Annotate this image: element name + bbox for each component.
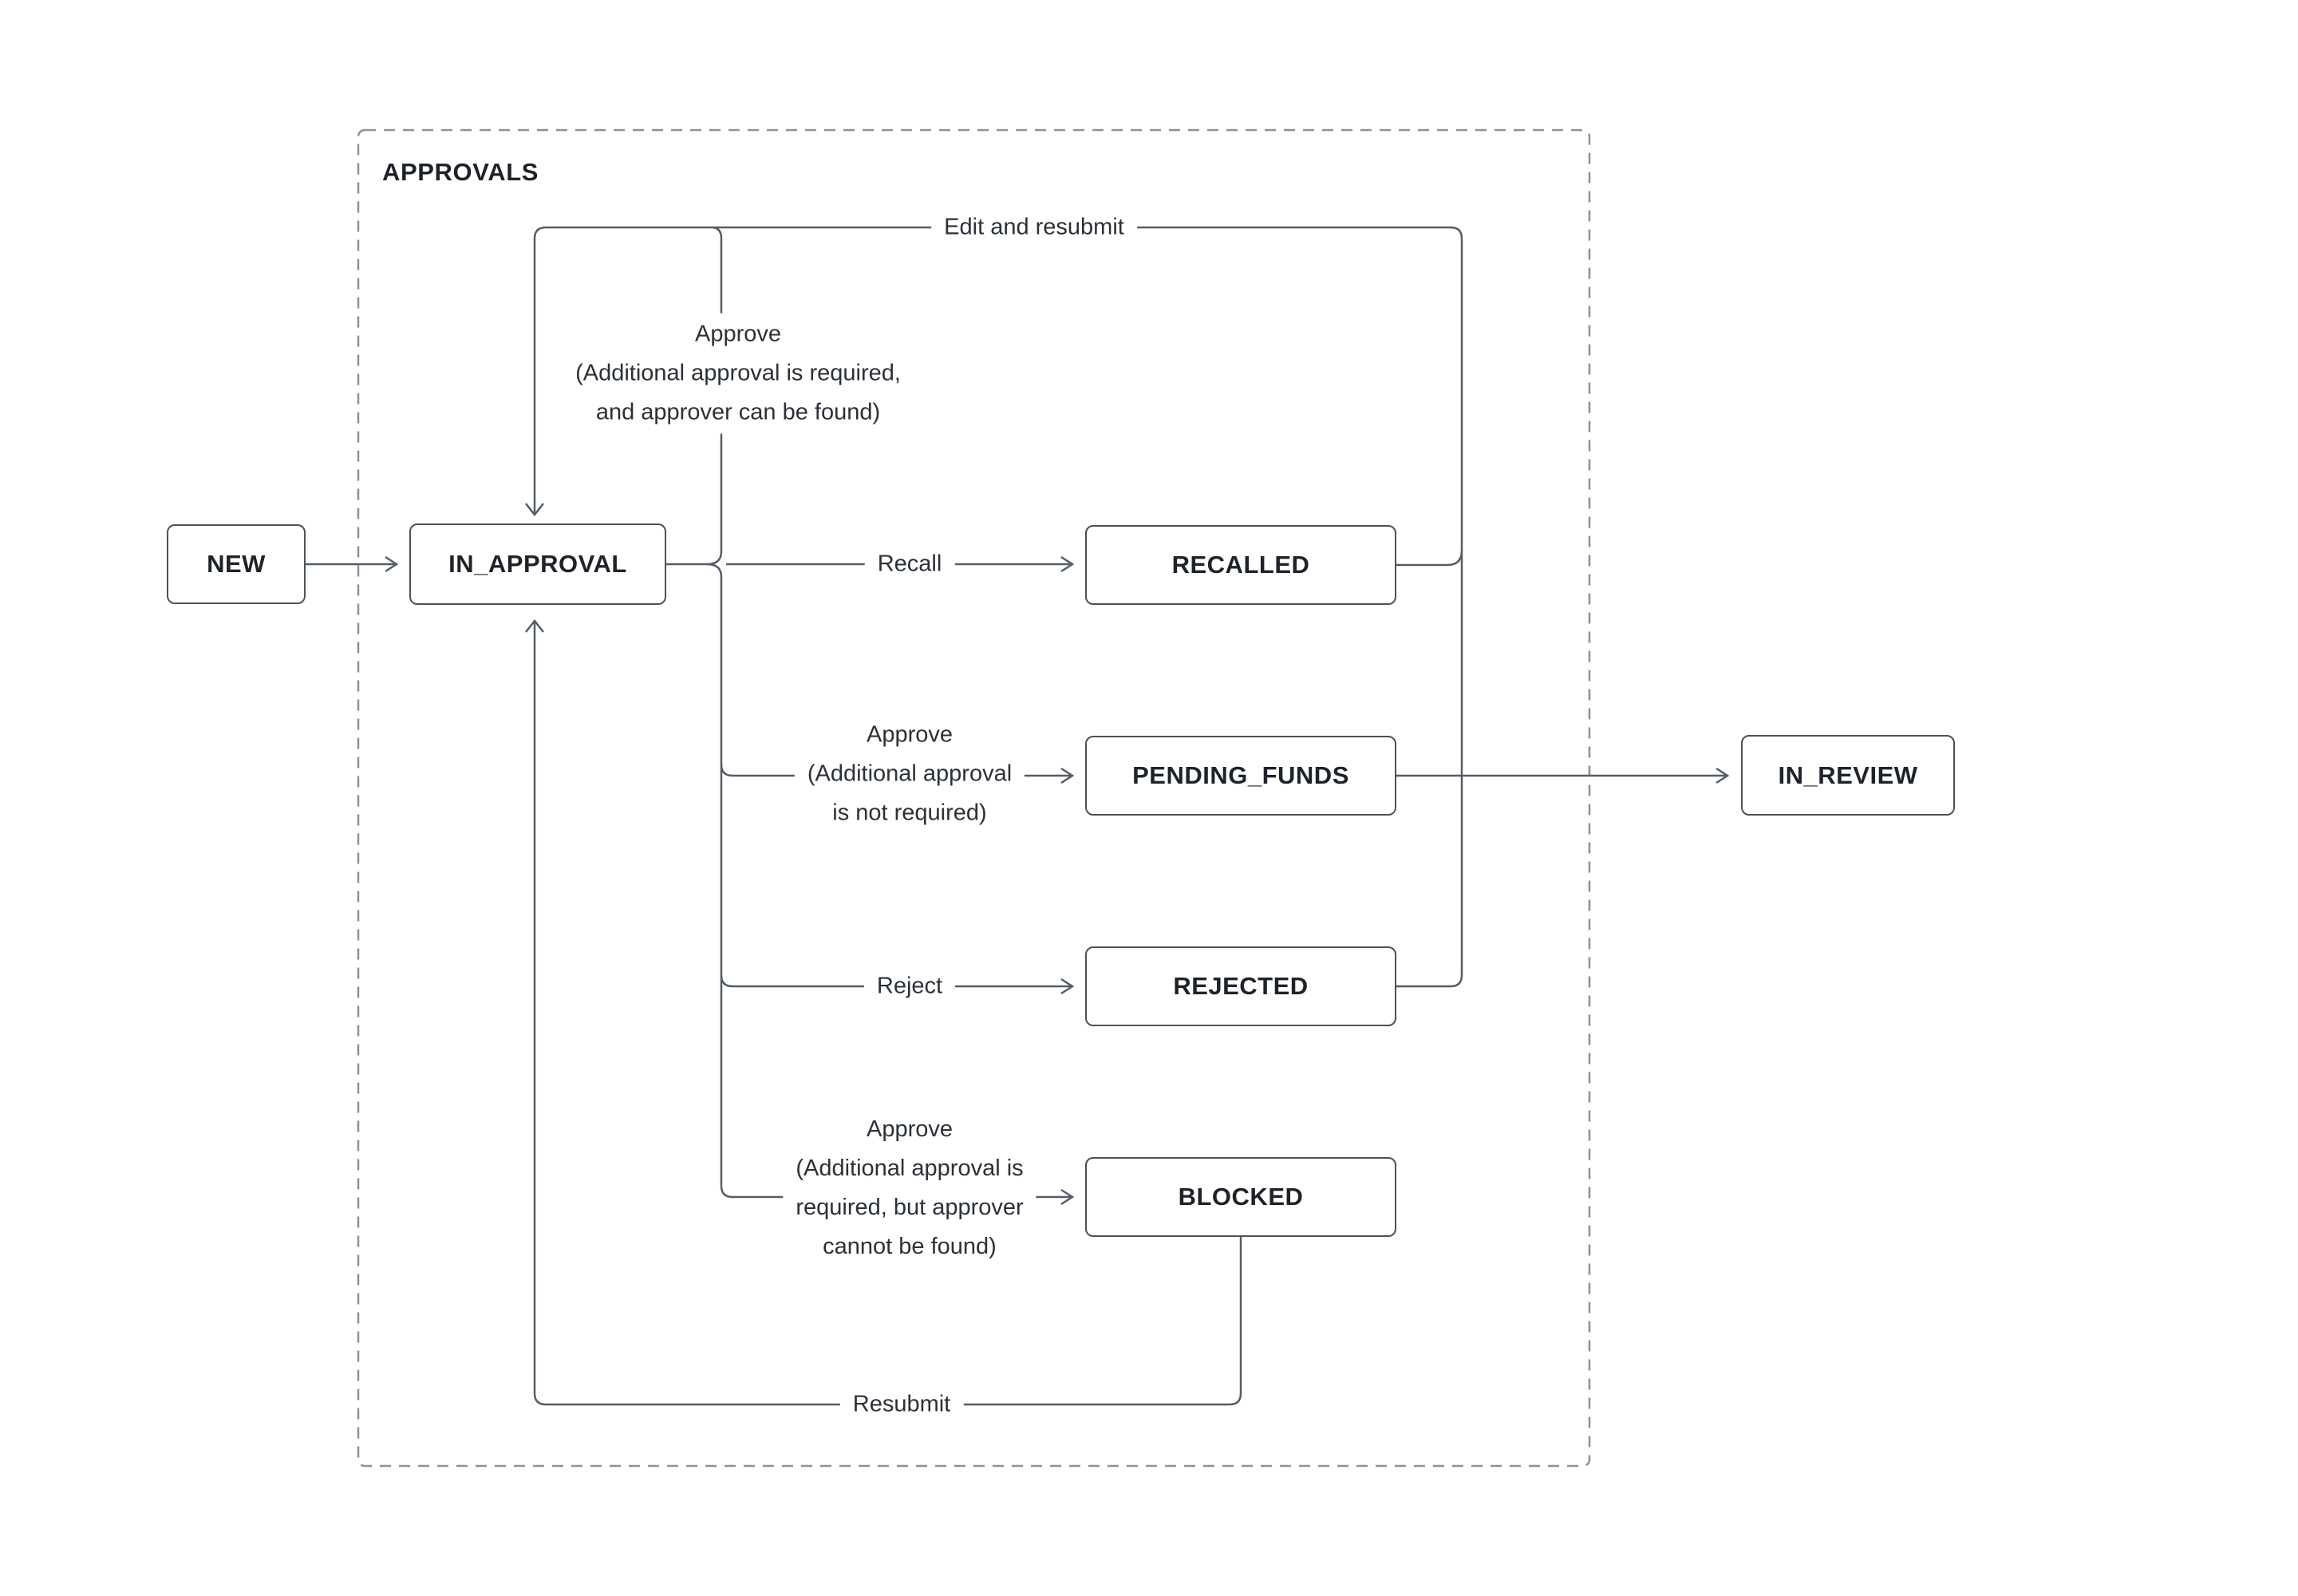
arrowhead-into-pending-funds — [1060, 767, 1075, 784]
arrowhead-into-recalled — [1060, 555, 1075, 573]
arrowhead-into-in-approval-bottom — [525, 618, 544, 633]
arrowhead-into-in-approval-top — [525, 503, 544, 517]
edge-label-recall: Recall — [864, 543, 955, 586]
edge-edit-and-resubmit — [533, 226, 1463, 988]
state-node-in-review: IN_REVIEW — [1741, 735, 1955, 816]
approvals-group-title: APPROVALS — [382, 158, 539, 186]
state-node-pending-funds: PENDING_FUNDS — [1085, 736, 1396, 816]
edge-label-approve-loop: Approve (Additional approval is required… — [563, 313, 914, 434]
edge-approve-pending-funds — [720, 764, 1072, 777]
state-node-rejected: REJECTED — [1085, 946, 1396, 1026]
edge-label-reject: Reject — [863, 965, 956, 1008]
edge-recalled-merge — [1395, 550, 1463, 567]
state-node-recalled: RECALLED — [1085, 525, 1396, 605]
edge-approve-blocked — [706, 563, 1072, 1199]
edge-label-approve-no-additional: Approve (Additional approval is not requ… — [794, 713, 1025, 835]
edge-label-edit-and-resubmit: Edit and resubmit — [931, 206, 1137, 249]
edge-reject — [720, 974, 1072, 988]
state-node-blocked: BLOCKED — [1085, 1157, 1396, 1237]
edge-label-approve-blocked: Approve (Additional approval is required… — [783, 1108, 1036, 1268]
edge-label-resubmit: Resubmit — [839, 1383, 964, 1426]
state-node-new: NEW — [167, 524, 306, 604]
approvals-group-frame — [357, 128, 1591, 1468]
arrowhead-into-rejected — [1060, 978, 1075, 995]
arrowhead-into-in-review — [1716, 767, 1730, 784]
arrowhead-into-in-approval-left — [385, 555, 399, 573]
state-node-in-approval: IN_APPROVAL — [409, 523, 666, 605]
arrowhead-into-blocked — [1060, 1188, 1075, 1206]
